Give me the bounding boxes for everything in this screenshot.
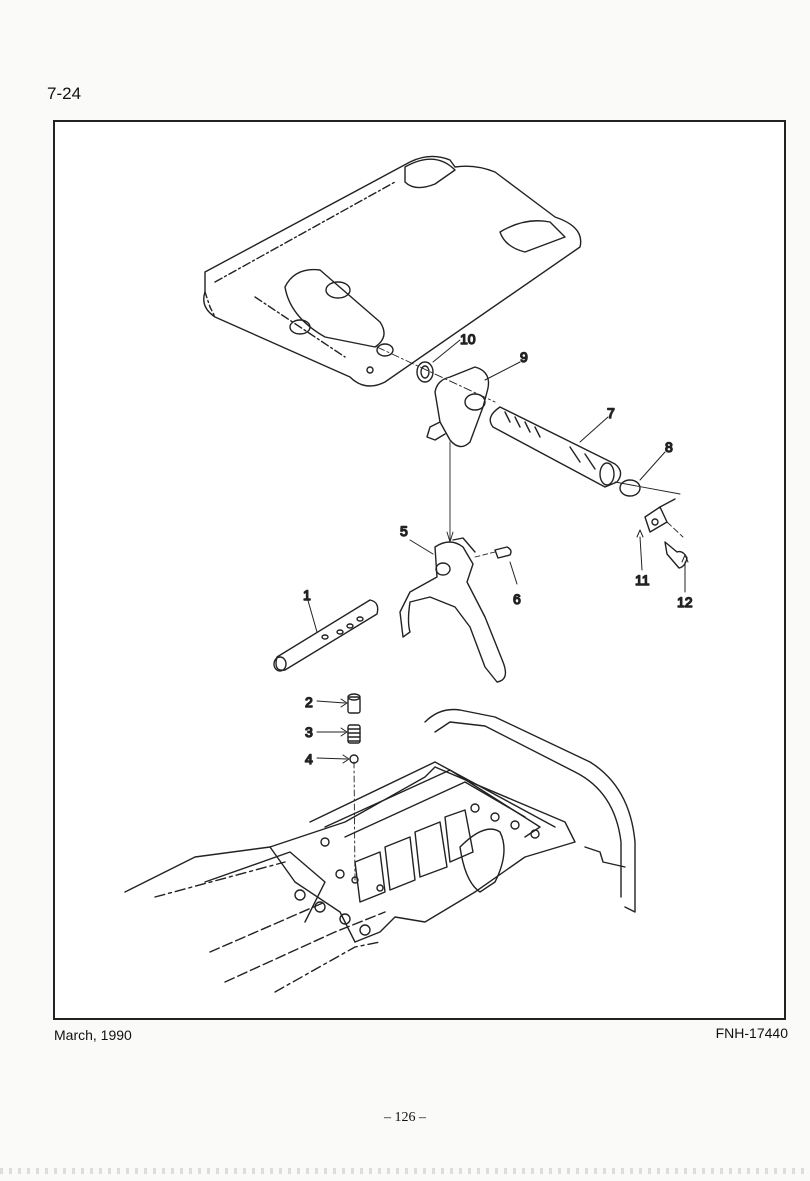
transmission-case — [124, 708, 636, 993]
cover-plate — [203, 155, 582, 387]
callout-4: 4 — [305, 751, 313, 767]
assembly-lines — [353, 346, 684, 883]
scan-edge — [0, 1168, 810, 1174]
callout-9: 9 — [520, 349, 528, 365]
exploded-parts-diagram: 1 2 3 4 5 6 7 8 9 10 11 12 — [124, 155, 693, 993]
callout-1: 1 — [303, 587, 311, 603]
section-number: 7-24 — [47, 84, 82, 103]
callout-2: 2 — [305, 694, 313, 710]
shift-fork — [399, 537, 507, 683]
snap-ring — [416, 361, 434, 383]
spring-pin — [494, 546, 512, 559]
shift-rod — [273, 599, 379, 672]
bolt — [664, 541, 688, 569]
callout-10: 10 — [460, 331, 476, 347]
callout-11: 11 — [635, 572, 650, 588]
o-ring — [619, 479, 641, 497]
page-number: – 126 – — [384, 1110, 426, 1125]
diagram-frame: 1 2 3 4 5 6 7 8 9 10 11 12 — [53, 120, 786, 1020]
detent-spring — [347, 724, 361, 744]
callout-3: 3 — [305, 724, 313, 740]
shift-arm — [426, 366, 490, 448]
callout-5: 5 — [400, 523, 408, 539]
document-number: FNH-17440 — [715, 1025, 788, 1041]
bracket — [644, 498, 676, 533]
leader-lines — [306, 339, 689, 764]
detent-plug — [347, 693, 361, 714]
callout-8: 8 — [665, 439, 673, 455]
revision-date: March, 1990 — [54, 1027, 132, 1043]
shift-shaft — [489, 406, 622, 488]
callout-7: 7 — [607, 405, 615, 421]
callout-6: 6 — [513, 591, 521, 607]
callout-12: 12 — [677, 594, 693, 610]
